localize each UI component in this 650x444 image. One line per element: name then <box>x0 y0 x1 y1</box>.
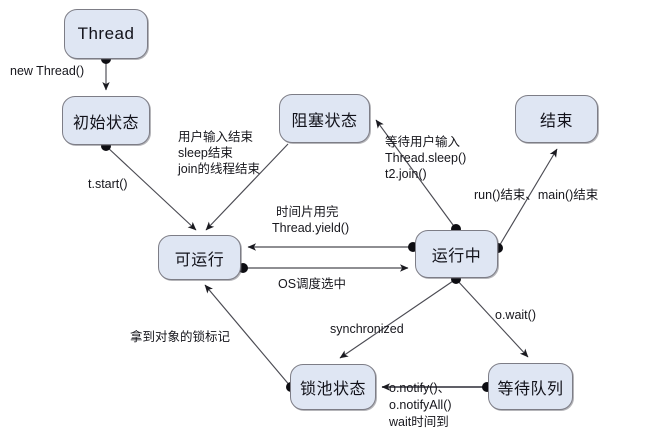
node-initial-state[interactable]: 初始状态 <box>62 96 150 145</box>
edge-label-block-line2: Thread.sleep() <box>385 151 467 165</box>
edge-label-block-line1: 等待用户输入 <box>385 135 461 149</box>
node-runnable-state[interactable]: 可运行 <box>158 235 241 280</box>
node-running-state[interactable]: 运行中 <box>415 230 498 278</box>
edge-label-terminate: run()结束、main()结束 <box>474 188 599 202</box>
edge-label-acquire-lock: 拿到对象的锁标记 <box>130 330 231 344</box>
edge-label-notify-line2: o.notifyAll() <box>389 398 452 412</box>
edge-acquire-lock <box>204 284 292 388</box>
edge-label-yield-line2: Thread.yield() <box>272 221 350 235</box>
edge-label-yield-line1: 时间片用完 <box>276 205 339 219</box>
edge-label-block-line3: t2.join() <box>385 167 427 181</box>
edge-label-synchronize: synchronized <box>330 322 404 336</box>
node-blocked-state[interactable]: 阻塞状态 <box>279 94 370 143</box>
node-finished-state[interactable]: 结束 <box>515 95 598 143</box>
edge-label-unblock-line2: sleep结束 <box>178 146 233 160</box>
edge-label-unblock-line1: 用户输入结束 <box>178 130 254 144</box>
edge-block <box>375 119 457 230</box>
edge-label-notify-line1: o.notify()、 <box>389 381 451 395</box>
edge-t-start <box>105 145 197 231</box>
edge-unblock <box>205 143 289 231</box>
edge-synchronize <box>339 278 457 359</box>
edge-label-new-thread: new Thread() <box>10 64 85 78</box>
edge-terminate <box>497 148 558 249</box>
edge-label-schedule: OS调度选中 <box>278 277 347 291</box>
edge-label-unblock-line3: join的线程结束 <box>178 162 260 176</box>
node-wait-queue-state[interactable]: 等待队列 <box>488 363 573 410</box>
edge-label-wait: o.wait() <box>495 308 536 322</box>
edge-label-t-start: t.start() <box>88 177 128 191</box>
node-lock-pool-state[interactable]: 锁池状态 <box>290 364 376 410</box>
node-thread[interactable]: Thread <box>64 9 148 59</box>
edge-label-notify-line3: wait时间到 <box>389 415 449 429</box>
edge-wait <box>455 278 529 358</box>
